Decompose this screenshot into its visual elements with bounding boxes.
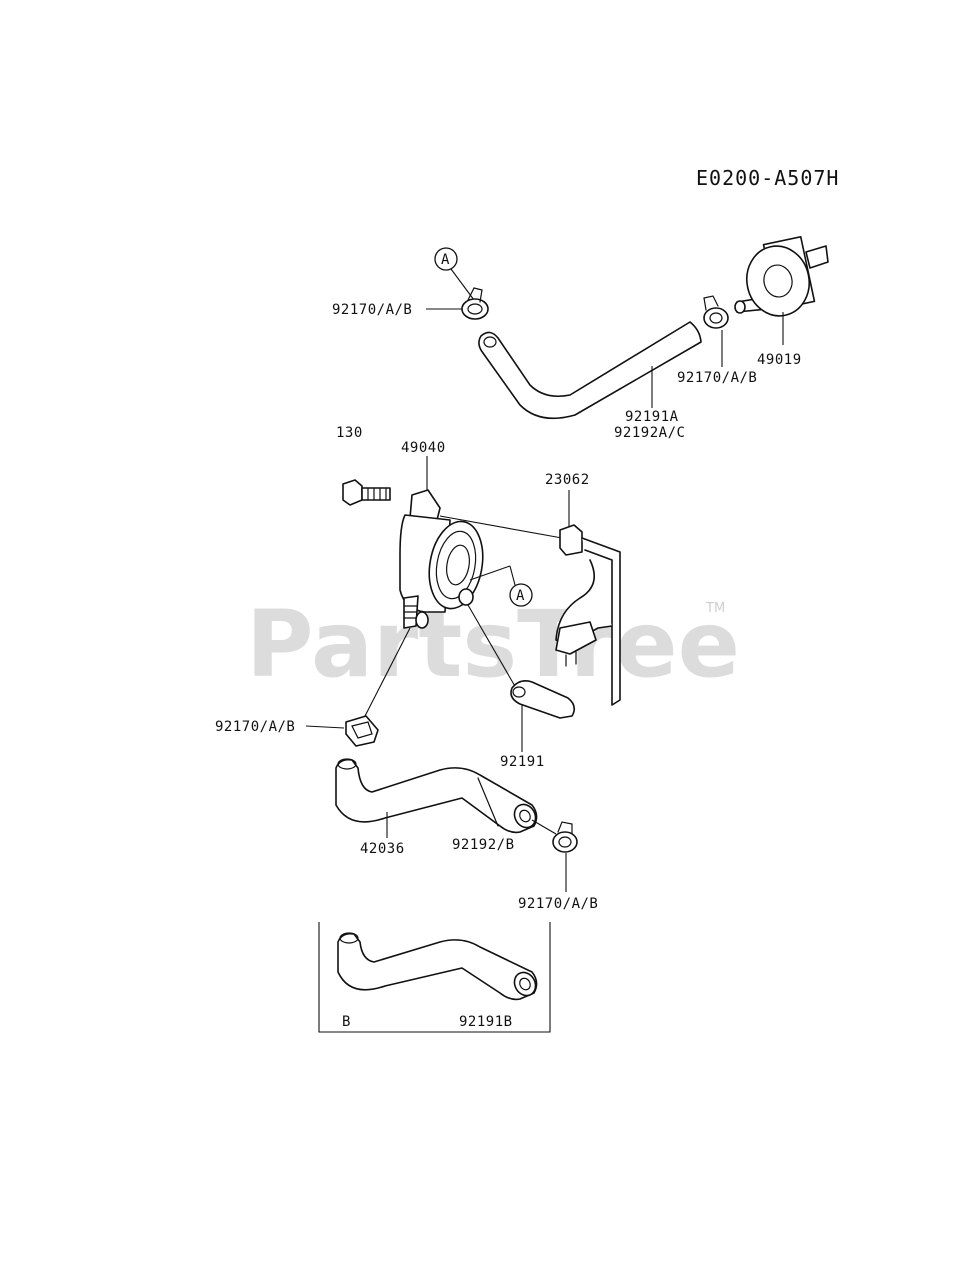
inset-letter: B: [342, 1014, 351, 1030]
leader-pump-outlet: [467, 604, 517, 689]
hose-clamp-top-right: [703, 295, 729, 329]
label-clamp-bottom: 92170/A/B: [518, 896, 598, 912]
diagram-code: E0200-A507H: [696, 166, 839, 190]
label-hose-sleeve: 92192/B: [452, 837, 515, 853]
hose-clamp-mid-left: [345, 715, 379, 747]
fuel-hose-top: [478, 321, 702, 420]
callout-a-top: A: [434, 247, 475, 301]
svg-text:A: A: [441, 252, 450, 268]
label-filter: 49019: [757, 352, 802, 368]
watermark-text: PartsTree: [246, 591, 740, 698]
fuel-hose-short: [510, 680, 576, 719]
fuel-pump: [399, 489, 484, 629]
label-hose-top-a: 92191A: [625, 409, 679, 425]
label-hose-main: 42036: [360, 841, 405, 857]
callout-a-mid: A: [469, 565, 533, 607]
label-clamp-top-left: 92170/A/B: [332, 302, 412, 318]
label-ref-130: 130: [336, 425, 363, 441]
inset-box: [318, 922, 551, 1033]
leader-clamp-bottom-link: [531, 819, 557, 835]
hose-clamp-top-left: [461, 287, 489, 320]
fuel-hose-inset: [337, 932, 538, 1001]
label-bracket: 23062: [545, 472, 590, 488]
label-clamp-top-right: 92170/A/B: [677, 370, 757, 386]
leader-pump-inlet: [363, 627, 411, 719]
label-hose-top-b: 92192A/C: [614, 425, 685, 441]
hose-clamp-bottom: [552, 821, 578, 853]
label-pump: 49040: [401, 440, 446, 456]
label-hose-short: 92191: [500, 754, 545, 770]
fuel-filter: [734, 235, 829, 317]
leader-clamp-mid-left: [305, 725, 345, 729]
fuel-hose-main: [335, 758, 538, 834]
leader-bolt-bracket: [439, 515, 563, 539]
svg-text:A: A: [516, 588, 525, 604]
label-inset-part: 92191B: [459, 1014, 513, 1030]
mounting-bolt: [342, 479, 391, 506]
mounting-bracket: [555, 524, 621, 706]
trademark-mark: TM: [705, 601, 725, 616]
label-clamp-mid-left: 92170/A/B: [215, 719, 295, 735]
